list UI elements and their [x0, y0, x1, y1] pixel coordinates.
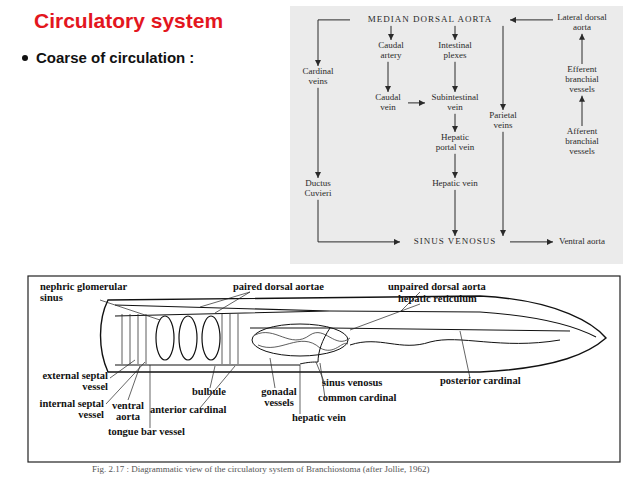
flow-arrow	[455, 114, 456, 132]
part-label: bulbule	[192, 386, 237, 397]
node-text: Ductus Cuvieri	[298, 179, 338, 199]
part-label: unpaired dorsal aorta	[388, 281, 518, 292]
part-label: hepatic vein	[292, 412, 382, 423]
septal-loop	[202, 316, 220, 360]
flow-node: Afferent branchial vessels	[553, 126, 611, 158]
flow-node: Cardinal veins	[296, 66, 340, 88]
flow-arrow	[455, 62, 456, 92]
part-label: anterior cardinal	[150, 404, 260, 415]
node-text: SINUS VENOSUS	[402, 237, 508, 247]
flow-arrow	[408, 102, 425, 103]
flow-arrow	[582, 34, 583, 64]
body-outline	[101, 296, 607, 372]
flow-arrow	[503, 26, 504, 110]
flow-node: Subintestinal vein	[425, 92, 485, 114]
flow-arrow	[318, 88, 319, 178]
hepatic-network	[255, 333, 350, 351]
flow-arrow	[391, 26, 392, 40]
node-text: Intestinal plexes	[432, 41, 478, 61]
flow-node: Parietal veins	[484, 110, 522, 132]
flow-arrow	[388, 62, 389, 92]
figure-frame	[28, 276, 620, 462]
gill-bars	[122, 314, 238, 364]
node-text: Lateral dorsal aorta	[555, 13, 609, 33]
part-label: external septal vessel	[30, 370, 108, 392]
flow-node: Intestinal plexes	[430, 40, 480, 62]
node-text: Efferent branchial vessels	[555, 65, 609, 95]
node-text: Caudal vein	[370, 93, 406, 113]
flow-arrow	[455, 26, 456, 40]
leader-lines	[100, 292, 470, 428]
paired-aortae	[115, 305, 330, 316]
flow-arrow	[318, 200, 400, 242]
flow-node: Lateral dorsal aorta	[553, 12, 611, 34]
flow-arrow	[503, 132, 504, 236]
bullet-text: Coarse of circulation :	[36, 49, 194, 66]
part-label: paired dorsal aortae	[233, 281, 363, 292]
cardinal-vessels	[250, 328, 330, 364]
part-label: posterior cardinal	[440, 375, 560, 386]
gut-vessel	[350, 340, 560, 346]
posterior-cardinal-vessel	[330, 328, 570, 331]
part-label: sinus venosus	[322, 377, 412, 388]
part-label: ventral aorta	[106, 400, 150, 422]
flow-node: Hepatic portal vein	[430, 132, 480, 154]
part-label: gonadal vessels	[255, 386, 303, 408]
node-text: Hepatic vein	[432, 179, 478, 189]
scan-background	[290, 6, 623, 264]
flow-arrow	[582, 96, 583, 126]
flow-node: Ductus Cuvieri	[296, 178, 340, 200]
unpaired-aorta	[330, 311, 596, 337]
flow-arrow	[510, 19, 553, 20]
flow-node: Hepatic vein	[430, 178, 480, 190]
septal-loop	[156, 316, 174, 360]
part-label: nephric glomerular sinus	[40, 281, 140, 303]
septal-loop	[179, 316, 197, 360]
node-text: Ventral aorta	[555, 237, 609, 247]
node-text: Hepatic portal vein	[432, 133, 478, 153]
flow-arrow	[455, 154, 456, 178]
flow-arrow	[318, 20, 350, 66]
flow-node: Efferent branchial vessels	[553, 64, 611, 96]
flow-node: MEDIAN DORSAL AORTA	[350, 14, 510, 26]
part-label: tongue bar vessel	[108, 426, 228, 437]
node-text: Parietal veins	[486, 111, 520, 131]
part-label: hepatic reticulum	[398, 293, 508, 304]
flow-node: SINUS VENOSUS	[400, 236, 510, 248]
part-label: common cardinal	[318, 392, 428, 403]
flow-arrow	[455, 190, 456, 236]
flow-node: Caudal artery	[368, 40, 414, 62]
bullet-dot	[22, 55, 28, 61]
node-text: Afferent branchial vessels	[555, 127, 609, 157]
figure-caption: Fig. 2.17 : Diagrammatic view of the cir…	[92, 464, 429, 474]
node-text: Subintestinal vein	[427, 93, 483, 113]
node-text: Cardinal veins	[298, 67, 338, 87]
part-label: internal septal vessel	[28, 398, 104, 420]
slide-title: Circulatory system	[34, 9, 223, 33]
flow-node: Ventral aorta	[553, 236, 611, 248]
node-text: MEDIAN DORSAL AORTA	[352, 15, 508, 25]
flow-node: Caudal vein	[368, 92, 408, 114]
hepatic-caecum	[252, 324, 348, 356]
flow-arrow	[510, 241, 553, 242]
node-text: Caudal artery	[370, 41, 412, 61]
